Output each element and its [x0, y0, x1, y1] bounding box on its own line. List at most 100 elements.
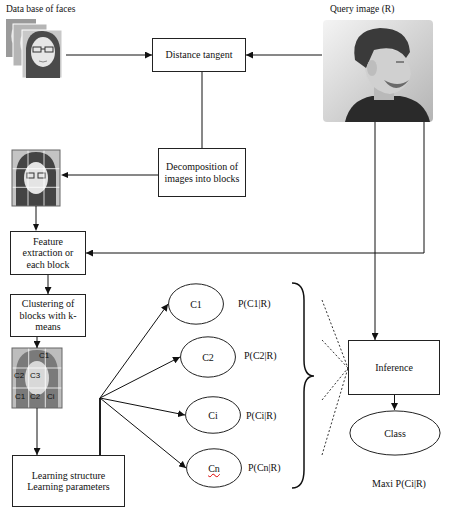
node-text: Clustering of blocks with k-means	[15, 298, 81, 333]
flow-connector	[100, 398, 186, 468]
clustered-face	[12, 348, 62, 408]
block-decomposed-face	[24, 162, 48, 194]
flow-connector	[202, 72, 203, 148]
cluster-circle: C2	[180, 336, 236, 378]
flow-connector	[48, 275, 49, 294]
dotted-leader	[322, 368, 348, 400]
flow-connector	[394, 395, 395, 410]
node-text: Decomposition of images into blocks	[163, 161, 241, 184]
flow-arrow	[36, 206, 37, 227]
ellipse-outline	[169, 284, 224, 324]
node-text: Cn	[208, 463, 220, 474]
probability-label: P(C2|R)	[244, 350, 277, 361]
face-database-photos	[45, 47, 53, 52]
flow-connector	[100, 304, 168, 455]
dotted-leader	[322, 340, 348, 368]
node-text: Feature extraction or each block	[15, 236, 81, 271]
cluster-circle: Ci	[185, 396, 241, 434]
block-decomposed-face	[27, 173, 34, 178]
query-image: Query image (R)	[322, 4, 434, 122]
face-database-photos	[39, 61, 47, 62]
node-text: Ci	[208, 410, 217, 421]
query-photo	[354, 28, 410, 68]
query-photo	[323, 20, 433, 122]
flow-arrow	[61, 172, 68, 178]
curly-brace	[292, 283, 314, 488]
query-photo	[384, 80, 409, 88]
dotted-leader	[322, 368, 348, 455]
curly-brace	[292, 283, 314, 488]
probability-label: P(Ci|R)	[246, 410, 276, 421]
clustered-face	[12, 348, 62, 408]
node-text: C1	[190, 299, 202, 310]
process-box: Distance tangent	[152, 38, 246, 72]
face-database-photos	[11, 24, 29, 48]
face-database-photos	[13, 24, 47, 66]
block-decomposed-face	[12, 150, 60, 206]
block-decomposed-face	[38, 173, 45, 178]
cluster-tag: C1	[15, 392, 25, 401]
cluster-circle: C1	[168, 283, 224, 325]
process-box: Inference	[348, 340, 440, 395]
face-database-photos	[41, 49, 45, 50]
query-photo	[365, 49, 411, 94]
flow-connector	[375, 122, 376, 340]
clustered-face	[25, 361, 49, 395]
query-photo	[323, 20, 433, 122]
image-heading: Data base of faces	[6, 4, 75, 14]
face-database-photos	[22, 30, 62, 78]
cluster-tag: Ci	[47, 392, 55, 401]
flow-connector	[66, 55, 152, 56]
face-database-photos	[6, 19, 62, 78]
block-decomposed-face	[12, 150, 60, 206]
probability-label: P(Cn|R)	[248, 462, 281, 473]
image-heading: Query image (R)	[330, 4, 394, 14]
process-box: Feature extraction or each block	[10, 231, 86, 275]
flow-connector	[100, 357, 180, 455]
cluster-tag: C2	[14, 371, 24, 380]
query-photo	[396, 62, 404, 63]
clustered-face	[12, 348, 62, 408]
clustered-face: C1C2C3C1C2Ci	[12, 348, 62, 408]
flow-connector	[246, 55, 322, 56]
probability-label: P(C1|R)	[238, 298, 271, 309]
ellipse-outline	[187, 449, 242, 487]
face-database-photos	[6, 19, 36, 57]
cluster-tag: C3	[30, 371, 40, 380]
ellipse-outline	[350, 411, 440, 455]
process-box: Clustering of blocks with k-means	[10, 294, 86, 337]
node-text: Distance tangent	[166, 49, 233, 61]
ellipse-outline	[181, 337, 236, 377]
face-database-photos	[20, 30, 40, 56]
flow-connector	[100, 398, 185, 455]
node-text: Inference	[375, 362, 413, 374]
cluster-tag: C2	[30, 392, 40, 401]
dotted-leader	[322, 300, 348, 455]
node-text: Learning structure	[32, 470, 106, 482]
cluster-circle: Cn	[186, 448, 242, 488]
process-box: Learning structureLearning parameters	[12, 455, 125, 507]
block-decomposed-face	[12, 150, 60, 206]
result-ellipse: Class	[349, 410, 441, 456]
flow-connector	[37, 408, 38, 455]
cluster-tag: C1	[39, 351, 49, 360]
flow-connector	[37, 337, 38, 348]
probability-label: Maxi P(Ci|R)	[372, 478, 426, 489]
flow-connector	[86, 122, 424, 253]
process-box: Decomposition of images into blocks	[158, 148, 246, 197]
node-text: Learning parameters	[27, 481, 109, 493]
query-photo	[374, 82, 394, 100]
query-photo	[345, 96, 430, 122]
face-database: Data base of faces	[4, 4, 66, 80]
clustered-face	[12, 348, 62, 408]
flow-arrow	[33, 224, 39, 231]
flow-arrow	[64, 175, 158, 176]
block-decomposed-face	[12, 150, 60, 206]
node-text: C2	[202, 352, 214, 363]
node-text: Class	[384, 428, 406, 439]
face-database-photos	[33, 47, 41, 52]
flow-arrow	[33, 172, 158, 231]
block-decomposed-face	[16, 152, 56, 206]
